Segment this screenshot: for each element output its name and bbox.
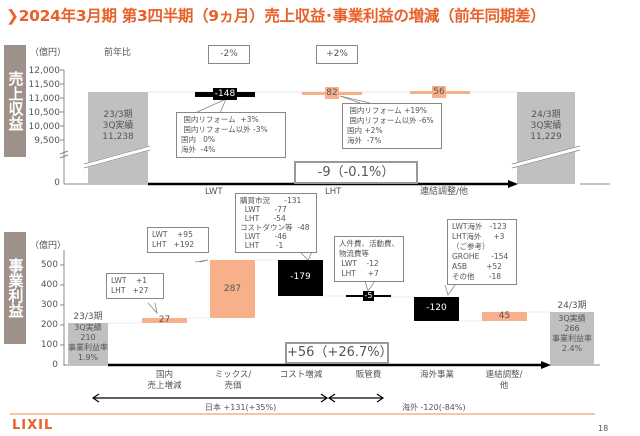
profit-mix-value: 287 xyxy=(223,284,242,294)
lht-yoy-box: +2% xyxy=(316,45,358,64)
profit-ytick: 100 xyxy=(40,340,58,350)
profit-cat-overseas: 海外事業 xyxy=(419,370,454,380)
sales-end-label: 24/3期 3Q実績 11,229 xyxy=(530,110,562,142)
sales-ytick: 11,000 xyxy=(28,94,61,104)
sales-bar-break xyxy=(83,145,151,169)
sales-ytick: 12,000 xyxy=(28,66,61,76)
lwt-yoy-box: -2% xyxy=(208,45,250,64)
profit-step-mix xyxy=(210,260,255,318)
callout-tail xyxy=(147,302,158,315)
profit-step-domestic xyxy=(142,318,187,323)
callout-tail xyxy=(444,284,456,296)
sales-end-bar xyxy=(517,92,575,184)
profit-step-cost xyxy=(278,260,323,296)
sga-callout: 人件費、活動費、 物流費等 LWT -12 LHT +7 xyxy=(334,236,404,282)
sales-section-text: 売上収益 xyxy=(6,71,25,131)
profit-domestic-value: 27 xyxy=(158,315,171,325)
profit-end-label: 3Q実績 266 事業利益率 2.4% xyxy=(552,314,592,353)
profit-cat-other: 連結調整/ 他 xyxy=(485,370,523,391)
callout-tail xyxy=(299,251,313,261)
profit-other-value: 45 xyxy=(498,311,511,321)
profit-ytick: 300 xyxy=(40,300,58,310)
profit-step-sga-label-bg xyxy=(363,291,374,301)
sales-cat-lwt: LWT xyxy=(205,187,223,197)
sales-ytick: 10,500 xyxy=(28,108,61,118)
profit-ytick: 400 xyxy=(40,280,58,290)
callout-pointer xyxy=(339,95,361,104)
lwt-sales-callout: 国内リフォーム +3% 国内リフォーム以外 -3% 国内 0% 海外 -4% xyxy=(176,112,286,158)
profit-ytick: 0 xyxy=(52,360,58,370)
sales-start-label: 23/3期 3Q実績 11,238 xyxy=(102,110,134,142)
arrow-head xyxy=(541,361,551,369)
sales-lwt-value: -148 xyxy=(213,88,237,100)
lixil-logo: LIXIL xyxy=(12,418,54,433)
arrow-head xyxy=(327,393,336,403)
profit-ytick: 500 xyxy=(40,260,58,270)
sales-cat-lht: LHT xyxy=(325,187,342,197)
sales-bar-break-line xyxy=(83,145,151,165)
profit-unit: （億円） xyxy=(30,241,67,251)
arrow-head xyxy=(320,393,329,403)
lht-sales-callout: 国内リフォーム +19% 国内リフォーム以外 -6% 国内 +2% 海外 -7% xyxy=(342,103,442,149)
callout-pointer xyxy=(339,95,371,104)
profit-section-text: 事業利益 xyxy=(6,258,25,318)
sales-unit: （億円） xyxy=(30,48,67,58)
sales-total-change: -9（-0.1%） xyxy=(294,161,418,184)
overseas-callout: LWT海外 -123 LHT海外 +3 （ご参考） GROHE -154 ASB… xyxy=(447,219,517,285)
profit-cat-cost: コスト増減 xyxy=(279,370,323,380)
sales-axis-break xyxy=(59,154,69,159)
sales-bar-break-line xyxy=(511,149,581,169)
callout-pointer xyxy=(219,98,227,114)
sales-cat-other: 連結調整/他 xyxy=(420,187,469,197)
japan-range-label: 日本 +131(+35%) xyxy=(205,403,277,412)
sales-bar-break xyxy=(511,145,581,169)
callout-tail xyxy=(364,280,376,292)
arrow-head xyxy=(91,393,100,403)
profit-step-overseas xyxy=(414,297,459,321)
domestic-callout: LWT +1 LHT +27 xyxy=(106,273,164,299)
sales-other-value: 56 xyxy=(432,86,446,98)
sales-axis-break xyxy=(59,150,69,155)
overseas-range-label: 海外 -120(-84%) xyxy=(402,403,466,412)
profit-start-bar xyxy=(68,323,108,365)
profit-total-change: +56（+26.7%） xyxy=(285,342,393,364)
sales-ytick: 0 xyxy=(54,178,60,188)
profit-step-other xyxy=(482,312,527,321)
profit-ytick: 200 xyxy=(40,320,58,330)
profit-sga-value: -5 xyxy=(364,291,373,300)
yoy-label: 前年比 xyxy=(104,48,132,58)
profit-end-bar xyxy=(550,312,594,365)
page-title: ❯2024年3月期 第3四半期（9ヵ月）売上収益･事業利益の増減（前年同期差） xyxy=(6,7,546,25)
profit-start-label: 3Q実績 210 事業利益率 1.9% xyxy=(68,323,108,362)
page-number: 18 xyxy=(598,424,609,433)
mix-callout: LWT +95 LHT +192 xyxy=(147,227,209,253)
sales-lht-value: 82 xyxy=(325,87,339,99)
profit-section-label: 事業利益 xyxy=(4,232,26,344)
arrow-head xyxy=(508,180,518,188)
sales-ytick: 9,500 xyxy=(34,136,60,146)
profit-end-top: 24/3期 xyxy=(557,301,587,311)
sales-bar-break-line xyxy=(511,145,581,165)
profit-overseas-value: -120 xyxy=(426,303,447,313)
sales-start-bar xyxy=(88,92,148,184)
sales-section-label: 売上収益 xyxy=(4,45,26,157)
sales-ytick: 11,500 xyxy=(28,80,61,90)
profit-cat-domestic: 国内 売上増減 xyxy=(147,370,182,391)
sales-bar-break-line xyxy=(83,149,151,169)
profit-cat-mix: ミックス/ 売価 xyxy=(214,370,252,391)
arrow-head xyxy=(376,393,385,403)
profit-cost-value: -179 xyxy=(290,272,311,282)
cost-callout: 購買市況 -131 LWT -77 LHT -54 コストダウン等 -48 LW… xyxy=(235,193,317,253)
profit-cat-sga: 販管費 xyxy=(355,370,382,380)
sales-ytick: 10,000 xyxy=(28,122,61,132)
profit-start-top: 23/3期 xyxy=(73,312,103,322)
callout-tail xyxy=(194,259,209,263)
callout-pointer xyxy=(194,98,227,114)
